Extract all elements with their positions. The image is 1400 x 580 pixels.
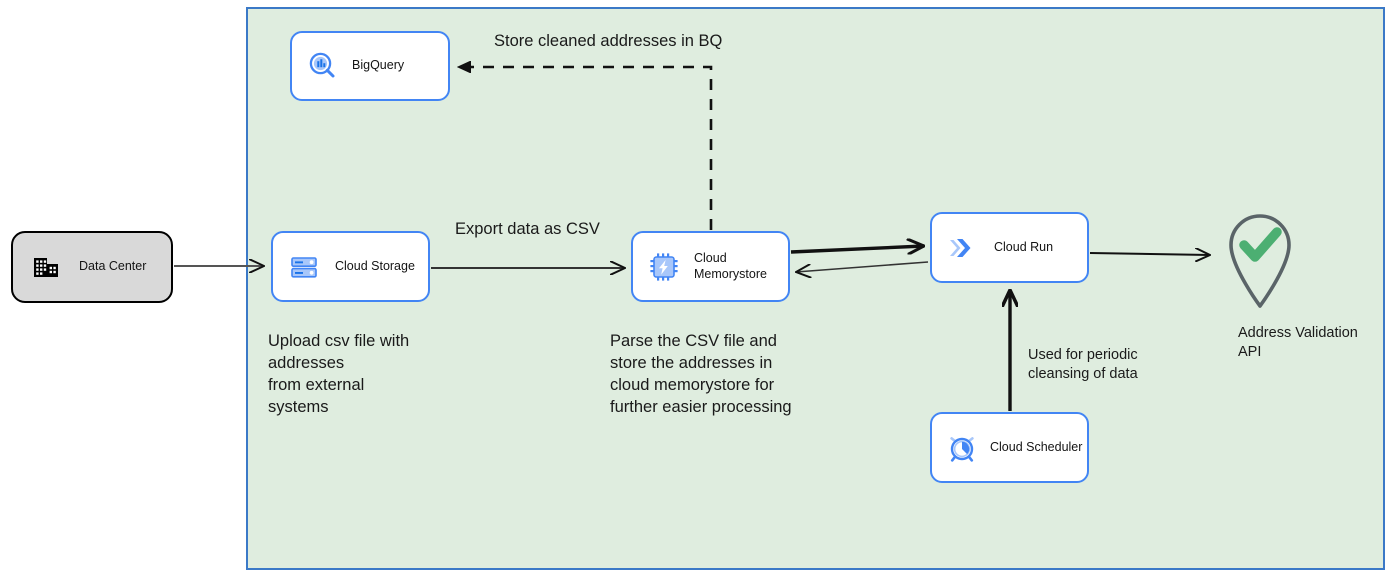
cloud-memorystore-icon [648,251,680,283]
node-cloud-storage[interactable]: Cloud Storage [271,231,430,302]
node-label-data-center: Data Center [79,259,147,274]
note-export-data-as-csv: Export data as CSV [455,220,600,238]
node-label-cloud-memorystore: Cloud Memorystore [694,250,767,281]
node-bigquery[interactable]: BigQuery [290,31,450,101]
datacenter-building-icon [31,252,61,282]
node-label-cloud-storage: Cloud Storage [335,258,415,273]
node-label-cloud-scheduler: Cloud Scheduler [990,439,1083,454]
cloud-scheduler-icon [946,432,978,464]
node-data-center[interactable]: Data Center [11,231,173,303]
note-store-cleaned-in-bq: Store cleaned addresses in BQ [494,32,723,50]
node-cloud-run[interactable]: Cloud Run [930,212,1089,283]
bigquery-icon [306,50,338,82]
node-cloud-memorystore[interactable]: Cloud Memorystore [631,231,790,302]
node-address-validation-api[interactable] [1219,207,1301,309]
node-label-cloud-run: Cloud Run [994,239,1054,254]
map-pin-check-icon [1229,214,1291,308]
label-address-validation-api: Address Validation API [1238,325,1358,361]
cloud-run-icon [946,233,980,263]
note-upload-csv: Upload csv file with addresses from exte… [268,332,410,416]
node-label-bigquery: BigQuery [352,58,405,73]
cloud-storage-icon [289,252,319,282]
note-periodic-cleansing: Used for periodic cleansing of data [1028,347,1138,383]
node-cloud-scheduler[interactable]: Cloud Scheduler [930,412,1089,483]
note-parse-csv: Parse the CSV file and store the address… [610,332,792,416]
